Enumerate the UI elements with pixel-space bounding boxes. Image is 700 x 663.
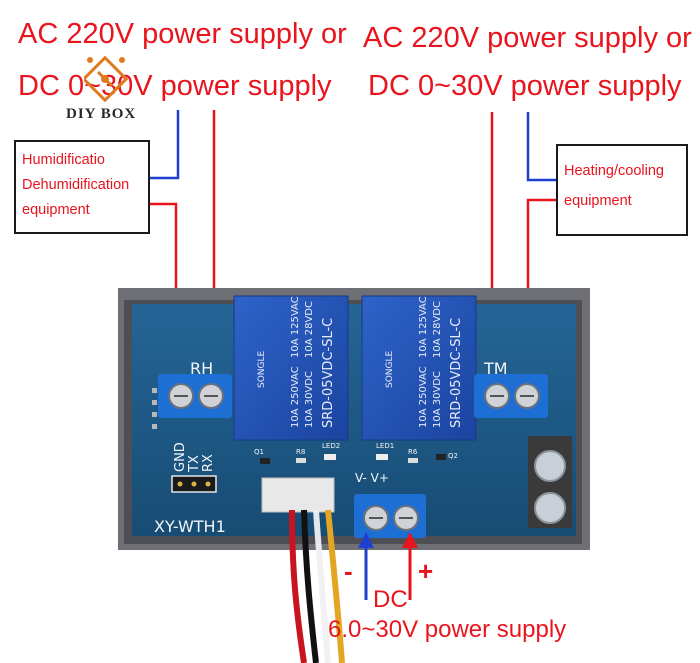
board-model: XY-WTH1 [154, 517, 226, 536]
right-box-line: Heating/cooling [564, 163, 664, 179]
right-blue-wire [526, 112, 556, 182]
q2-label: Q2 [448, 452, 458, 460]
left-title-line1: AC 220V power supply or [18, 18, 347, 50]
relay-left-rating4: 10A 28VDC [304, 301, 315, 358]
sensor-connector [261, 477, 335, 513]
diy-box-logo-icon [84, 55, 128, 102]
relay-left-model: SRD-05VDC-SL-C [321, 318, 336, 428]
right-equipment-box: Heating/cooling equipment [556, 144, 688, 236]
capacitor-top [534, 450, 566, 482]
q1-label: Q1 [254, 448, 264, 456]
dc-voltage-label: 6.0~30V power supply [328, 616, 567, 643]
relay-left-rating2: 10A 125VAC [290, 296, 301, 358]
left-box-line: equipment [22, 202, 90, 218]
relay-right-rating4: 10A 28VDC [432, 301, 443, 358]
pin-rx-label: RX [201, 454, 216, 472]
relay-left-rating1: 10A 250VAC [290, 366, 301, 428]
header-pins [152, 388, 157, 429]
tm-label: TM [483, 359, 508, 378]
power-pins-label: V- V+ [355, 471, 389, 485]
r8-label: R8 [296, 448, 305, 456]
xy-wth1-board: SRD-05VDC-SL-C 10A 30VDC 10A 250VAC 10A … [118, 288, 590, 550]
capacitor-bottom [534, 492, 566, 524]
dc-minus: - [344, 556, 353, 586]
terminal-tm [474, 374, 548, 418]
led2-label: LED2 [322, 442, 340, 450]
dc-label: DC [373, 586, 408, 613]
left-box-line: Dehumidification [22, 177, 130, 193]
pin-gnd-label: GND [173, 442, 188, 472]
right-title-line2: DC 0~30V power supply [368, 70, 682, 102]
arrow-up-blue-icon [358, 532, 374, 548]
right-box-line: equipment [564, 193, 632, 209]
left-equipment-box: Humidificatio Dehumidification equipment [14, 140, 150, 234]
pin-tx-label: TX [187, 455, 202, 473]
relay-left-rating3: 10A 30VDC [304, 371, 315, 428]
relay-left [233, 295, 349, 441]
dc-plus: + [418, 556, 434, 586]
relay-right-rating3: 10A 30VDC [432, 371, 443, 428]
relay-right-rating2: 10A 125VAC [418, 296, 429, 358]
relay-right-model: SRD-05VDC-SL-C [449, 318, 464, 428]
relay-left-brand: SONGLE [257, 350, 267, 388]
r6-label: R6 [408, 448, 418, 456]
right-title-line1: AC 220V power supply or [363, 22, 692, 54]
led1-label: LED1 [376, 442, 394, 450]
left-blue-wire [150, 110, 180, 180]
terminal-rh [158, 374, 232, 418]
left-box-line: Humidificatio [22, 152, 105, 168]
left-title-line2: DC 0~30V power supply [18, 70, 332, 102]
terminal-dc [354, 494, 426, 538]
rh-label: RH [190, 359, 213, 378]
arrow-up-red-icon [402, 532, 418, 548]
relay-right-brand: SONGLE [385, 350, 395, 388]
relay-right-rating1: 10A 250VAC [418, 366, 429, 428]
logo-text: DIY BOX [66, 106, 137, 122]
relay-right [361, 295, 477, 441]
